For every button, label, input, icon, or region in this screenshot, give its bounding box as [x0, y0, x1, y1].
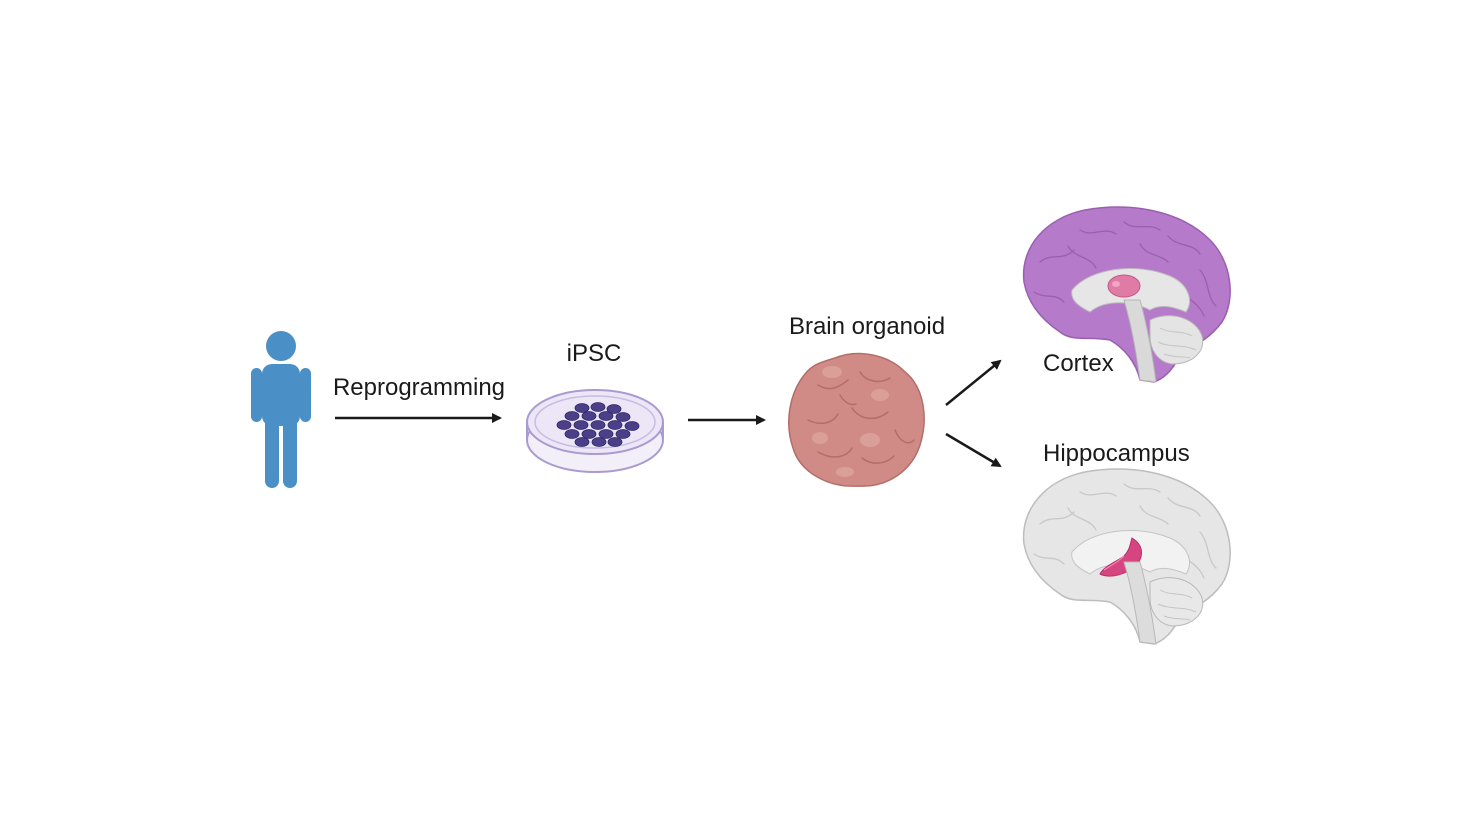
brain-hippocampus-highlight-icon — [1022, 468, 1231, 645]
brain-organoid-icon — [788, 352, 925, 487]
hippocampus-label: Hippocampus — [1043, 440, 1190, 467]
reprogramming-label: Reprogramming — [333, 374, 505, 401]
brain-organoid-label: Brain organoid — [789, 313, 945, 340]
person-icon — [251, 331, 311, 488]
brain-cortex-highlight-icon — [1022, 206, 1231, 383]
cortex-label: Cortex — [1043, 350, 1114, 377]
arrow-organoid-to-cortex — [945, 359, 1002, 406]
arrow-organoid-to-hippocampus — [945, 432, 1002, 468]
petri-dish-icon — [526, 389, 664, 473]
ipsc-label: iPSC — [567, 340, 622, 367]
